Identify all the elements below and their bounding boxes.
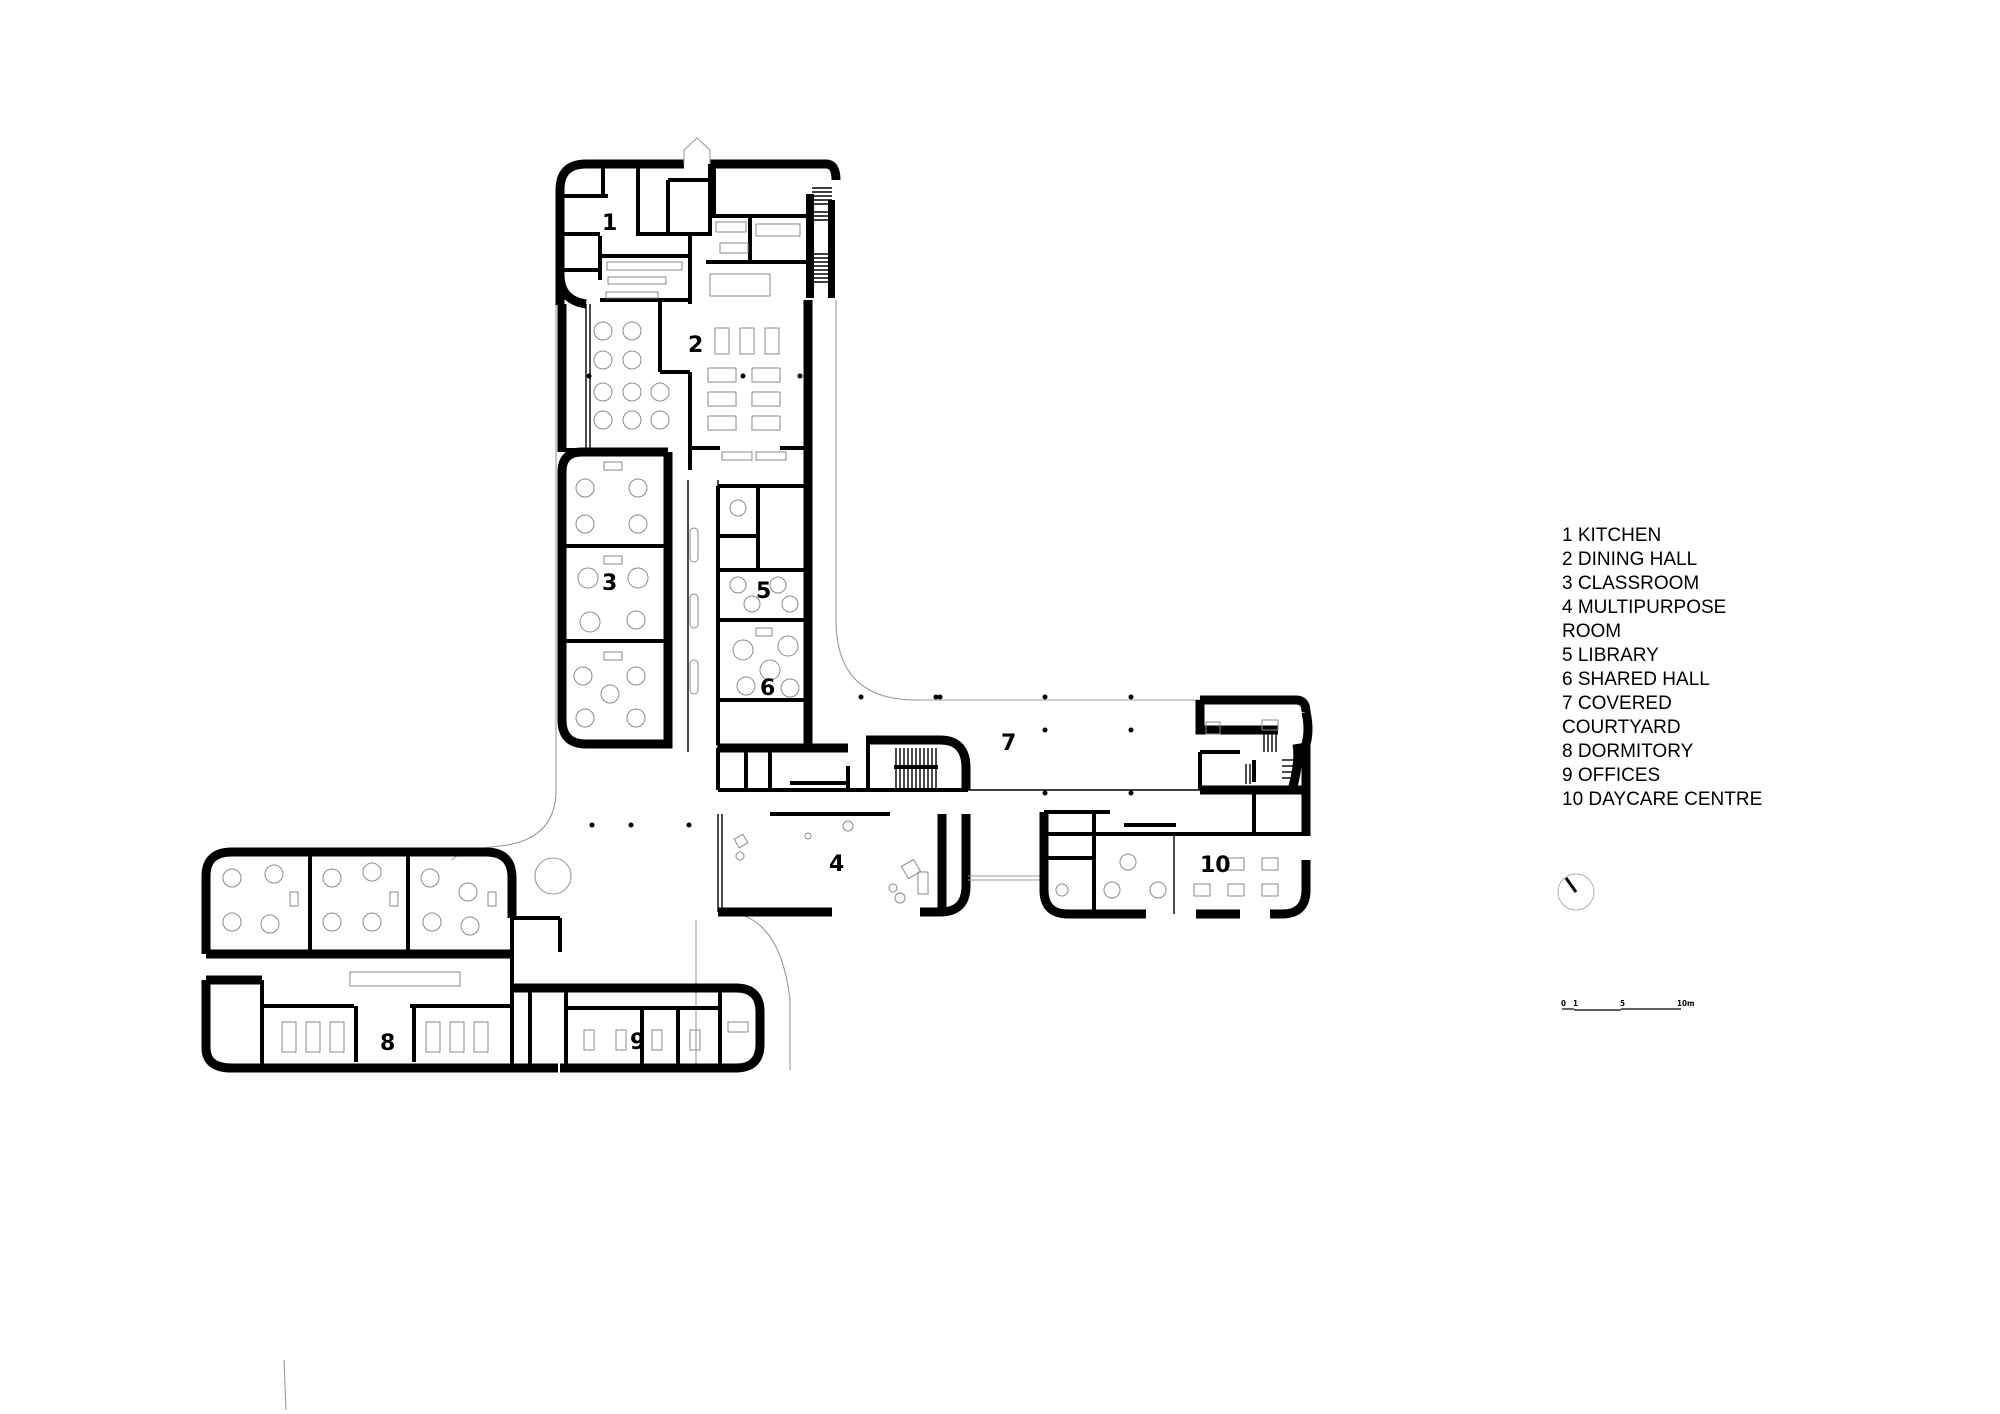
room-label-4: 4: [829, 852, 844, 877]
room-label-10: 10: [1200, 853, 1231, 878]
legend-line: 10 DAYCARE CENTRE: [1562, 789, 1763, 810]
scale-tick-1: 1: [1573, 999, 1578, 1008]
legend-line: ROOM: [1562, 621, 1622, 642]
room-label-7: 7: [1001, 731, 1016, 756]
covered-courtyard: 7: [589, 694, 1200, 881]
room-label-2: 2: [688, 333, 703, 358]
room-label-8: 8: [380, 1031, 395, 1056]
central-corridor: [687, 480, 719, 752]
legend-line: COURTYARD: [1562, 717, 1681, 738]
legend-line: 5 LIBRARY: [1562, 645, 1659, 666]
room-label-1: 1: [602, 211, 617, 236]
multipurpose-block: 4: [716, 735, 971, 917]
room-label-5: 5: [756, 579, 771, 604]
daycare-block: 10: [1039, 695, 1313, 919]
dining-long-tables: [707, 327, 787, 461]
scale-tick-10m: 10m: [1677, 999, 1695, 1008]
scale-tick-5: 5: [1620, 999, 1625, 1008]
dining-hall: 2: [557, 300, 813, 470]
kitchen-block: 1: [555, 137, 841, 309]
dormitory-offices: 8 9: [201, 910, 765, 1073]
dining-round-tables: [593, 321, 670, 430]
room-label-6: 6: [760, 676, 775, 701]
library-shared-hall: 5 6: [716, 460, 813, 748]
west-classrooms: [201, 847, 517, 959]
legend-line: 6 SHARED HALL: [1562, 669, 1710, 690]
room-label-9: 9: [630, 1030, 645, 1055]
legend-line: 3 CLASSROOM: [1562, 573, 1700, 594]
scale-tick-0: 0: [1561, 999, 1566, 1008]
legend-line: 7 COVERED: [1562, 693, 1672, 714]
legend-line: 1 KITCHEN: [1562, 525, 1662, 546]
legend-line: 2 DINING HALL: [1562, 549, 1698, 570]
legend-line: 4 MULTIPURPOSE: [1562, 597, 1727, 618]
scale-bar: 0 1 5 10m: [1561, 999, 1695, 1011]
classroom-block: 3: [557, 447, 673, 749]
legend-line: 8 DORMITORY: [1562, 741, 1694, 762]
room-label-3: 3: [602, 571, 617, 596]
legend-line: 9 OFFICES: [1562, 765, 1661, 786]
room-legend: 1 KITCHEN 2 DINING HALL 3 CLASSROOM 4 MU…: [1562, 524, 1762, 812]
north-arrow-icon: [1557, 873, 1595, 911]
